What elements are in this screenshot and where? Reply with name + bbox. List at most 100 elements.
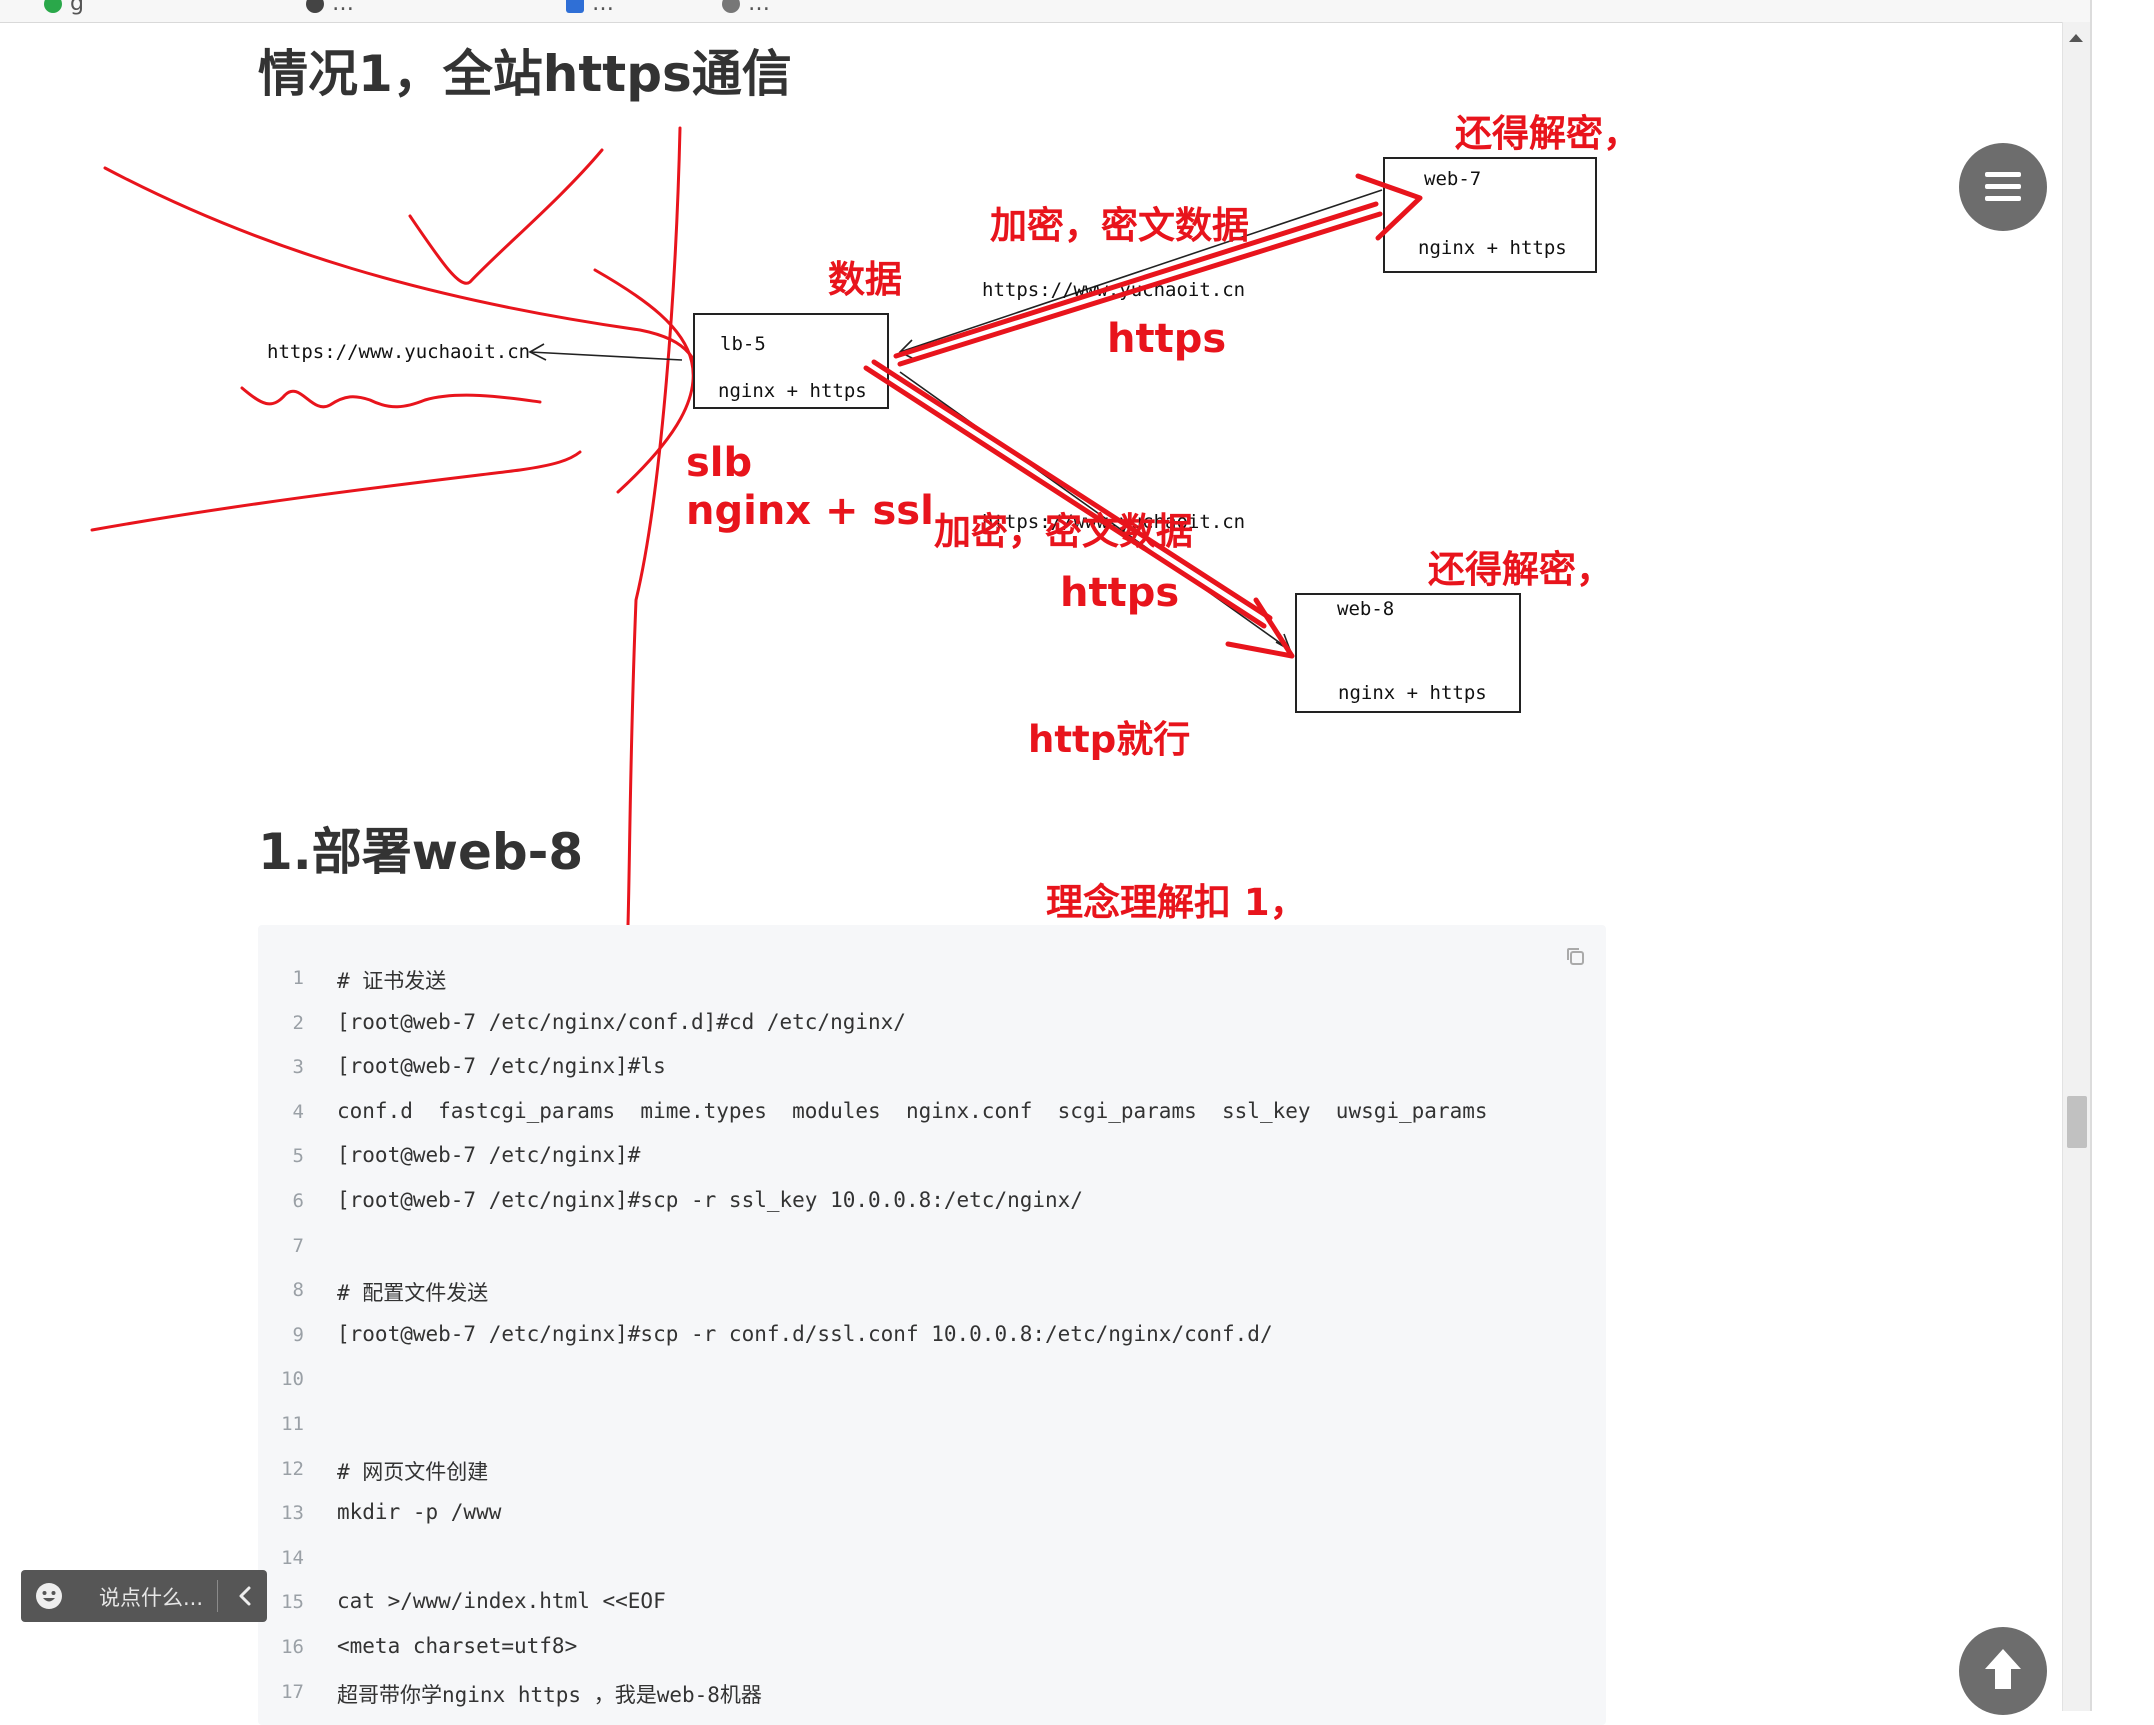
lower-link-url: https://www.yuchaoit.cn bbox=[982, 511, 1245, 533]
lb5-stack: nginx + https bbox=[718, 380, 867, 402]
annotation-data: 数据 bbox=[828, 258, 902, 301]
code-line: 8 # 配置文件发送 bbox=[258, 1279, 1606, 1323]
connector-arrowhead bbox=[528, 343, 547, 361]
code-text: conf.d fastcgi_params mime.types modules… bbox=[337, 1098, 1488, 1123]
lb5-name: lb-5 bbox=[720, 333, 766, 355]
copy-icon[interactable] bbox=[1564, 945, 1586, 967]
red-arrow-to-web8 bbox=[871, 359, 1273, 621]
site-icon bbox=[566, 0, 584, 13]
smiley-icon[interactable] bbox=[35, 1582, 63, 1610]
line-number: 10 bbox=[281, 1368, 304, 1391]
line-number: 12 bbox=[281, 1457, 304, 1480]
red-arrow-to-web7 bbox=[893, 201, 1379, 359]
site-icon bbox=[306, 0, 324, 13]
bookmarks-bar: g … … … bbox=[0, 0, 2090, 23]
code-text: [root@web-7 /etc/nginx]#scp -r conf.d/ss… bbox=[337, 1321, 1273, 1346]
code-line: 16 <meta charset=utf8> bbox=[258, 1634, 1606, 1680]
code-line: 9 [root@web-7 /etc/nginx]#scp -r conf.d/s… bbox=[258, 1321, 1606, 1368]
line-number: 7 bbox=[292, 1234, 304, 1257]
shield-icon bbox=[44, 0, 62, 13]
line-number: 1 bbox=[292, 967, 304, 989]
code-line: 6 [root@web-7 /etc/nginx]#scp -r ssl_key … bbox=[258, 1188, 1606, 1234]
annotation-https-upper: https bbox=[1107, 316, 1226, 362]
code-text: cat >/www/index.html <<EOF bbox=[337, 1589, 666, 1614]
web7-stack: nginx + https bbox=[1418, 237, 1567, 259]
upper-link-url: https://www.yuchaoit.cn bbox=[982, 279, 1245, 301]
code-text: # 网页文件创建 bbox=[337, 1459, 489, 1484]
section-title: 情况1，全站https通信 bbox=[258, 45, 792, 103]
red-arrowhead bbox=[1355, 173, 1423, 241]
freehand-stroke bbox=[103, 166, 707, 402]
window-edge bbox=[2090, 0, 2154, 1711]
line-number: 17 bbox=[281, 1680, 304, 1703]
red-arrowhead bbox=[1225, 597, 1295, 659]
freehand-stroke bbox=[626, 126, 682, 927]
code-text: 超哥带你学nginx https ，我是web-8机器 bbox=[337, 1682, 762, 1707]
freehand-stroke bbox=[408, 148, 604, 285]
code-line: 12 # 网页文件创建 bbox=[258, 1458, 1606, 1502]
line-number: 6 bbox=[292, 1190, 304, 1212]
annotation-https-lower: https bbox=[1060, 570, 1179, 616]
annotation-decrypt-upper: 还得解密， bbox=[1455, 112, 1640, 155]
freehand-stroke bbox=[90, 450, 582, 532]
web7-name: web-7 bbox=[1424, 168, 1481, 190]
bookmark-item[interactable]: … bbox=[306, 0, 354, 16]
web7-box bbox=[1383, 157, 1597, 273]
chevron-left-icon[interactable] bbox=[235, 1584, 255, 1608]
client-url: https://www.yuchaoit.cn bbox=[267, 341, 530, 363]
code-text: # 配置文件发送 bbox=[337, 1281, 489, 1306]
web8-name: web-8 bbox=[1337, 598, 1394, 620]
menu-icon bbox=[1985, 172, 2021, 201]
red-arrow-to-web7 bbox=[897, 211, 1383, 367]
line-number: 4 bbox=[292, 1100, 304, 1123]
line-number: 16 bbox=[281, 1636, 304, 1658]
site-icon bbox=[722, 0, 740, 13]
code-line: 14 bbox=[258, 1547, 1606, 1591]
code-line: 7 bbox=[258, 1235, 1606, 1279]
code-text: [root@web-7 /etc/nginx]#scp -r ssl_key 1… bbox=[337, 1188, 1083, 1212]
line-number: 5 bbox=[292, 1145, 304, 1168]
lb-web7-connector bbox=[899, 189, 1383, 353]
bookmark-item[interactable]: … bbox=[722, 0, 770, 16]
code-text: [root@web-7 /etc/nginx]# bbox=[337, 1143, 641, 1168]
code-line: 5 [root@web-7 /etc/nginx]# bbox=[258, 1143, 1606, 1189]
web8-box bbox=[1295, 593, 1521, 713]
annotation-encrypt-lower: 加密，密文数据 bbox=[934, 510, 1193, 553]
annotation-slb: slb bbox=[686, 440, 752, 486]
menu-button[interactable] bbox=[1959, 143, 2047, 231]
scrollbar-thumb[interactable] bbox=[2067, 1096, 2087, 1148]
line-number: 14 bbox=[281, 1546, 304, 1569]
line-number: 3 bbox=[292, 1056, 304, 1079]
code-text: mkdir -p /www bbox=[337, 1500, 502, 1525]
comment-input[interactable]: 说点什么... bbox=[99, 1586, 204, 1610]
line-number: 9 bbox=[292, 1323, 304, 1346]
code-line: 3[root@web-7 /etc/nginx]#ls bbox=[258, 1054, 1606, 1100]
back-to-top-button[interactable] bbox=[1959, 1627, 2047, 1715]
code-line: 13 mkdir -p /www bbox=[258, 1500, 1606, 1546]
code-block[interactable]: 1 # 证书发送 2 [root@web-7 /etc/nginx/conf.d]#c… bbox=[258, 925, 1606, 1725]
code-text: <meta charset=utf8> bbox=[337, 1634, 578, 1658]
code-text: [root@web-7 /etc/nginx/conf.d]#cd /etc/n… bbox=[337, 1009, 906, 1034]
code-text: # 证书发送 bbox=[337, 969, 447, 993]
https-architecture-diagram: lb-5 nginx + https web-7 nginx + https w… bbox=[90, 112, 1640, 927]
code-line: 17 超哥带你学nginx https ，我是web-8机器 bbox=[258, 1681, 1606, 1725]
line-number: 11 bbox=[281, 1413, 304, 1435]
red-arrow-to-web8 bbox=[863, 365, 1267, 629]
line-number: 13 bbox=[281, 1502, 304, 1525]
connector-arrowhead bbox=[898, 339, 917, 361]
line-number: 8 bbox=[292, 1279, 304, 1302]
line-number: 2 bbox=[292, 1011, 304, 1034]
code-line: 2 [root@web-7 /etc/nginx/conf.d]#cd /etc/… bbox=[258, 1009, 1606, 1056]
deploy-heading: 1.部署web-8 bbox=[258, 823, 584, 881]
client-lb-connector bbox=[529, 351, 683, 361]
annotation-encrypt-upper: 加密，密文数据 bbox=[990, 204, 1249, 247]
web8-stack: nginx + https bbox=[1338, 682, 1487, 704]
bookmark-item[interactable]: … bbox=[566, 0, 614, 16]
freehand-stroke bbox=[240, 386, 542, 409]
scroll-up-icon[interactable] bbox=[2069, 34, 2083, 42]
comment-widget[interactable]: 说点什么... bbox=[21, 1570, 267, 1622]
code-line: 4 conf.d fastcgi_params mime.types module… bbox=[258, 1098, 1606, 1145]
bookmark-item[interactable]: g bbox=[44, 0, 84, 16]
scrollbar[interactable] bbox=[2062, 22, 2091, 1711]
